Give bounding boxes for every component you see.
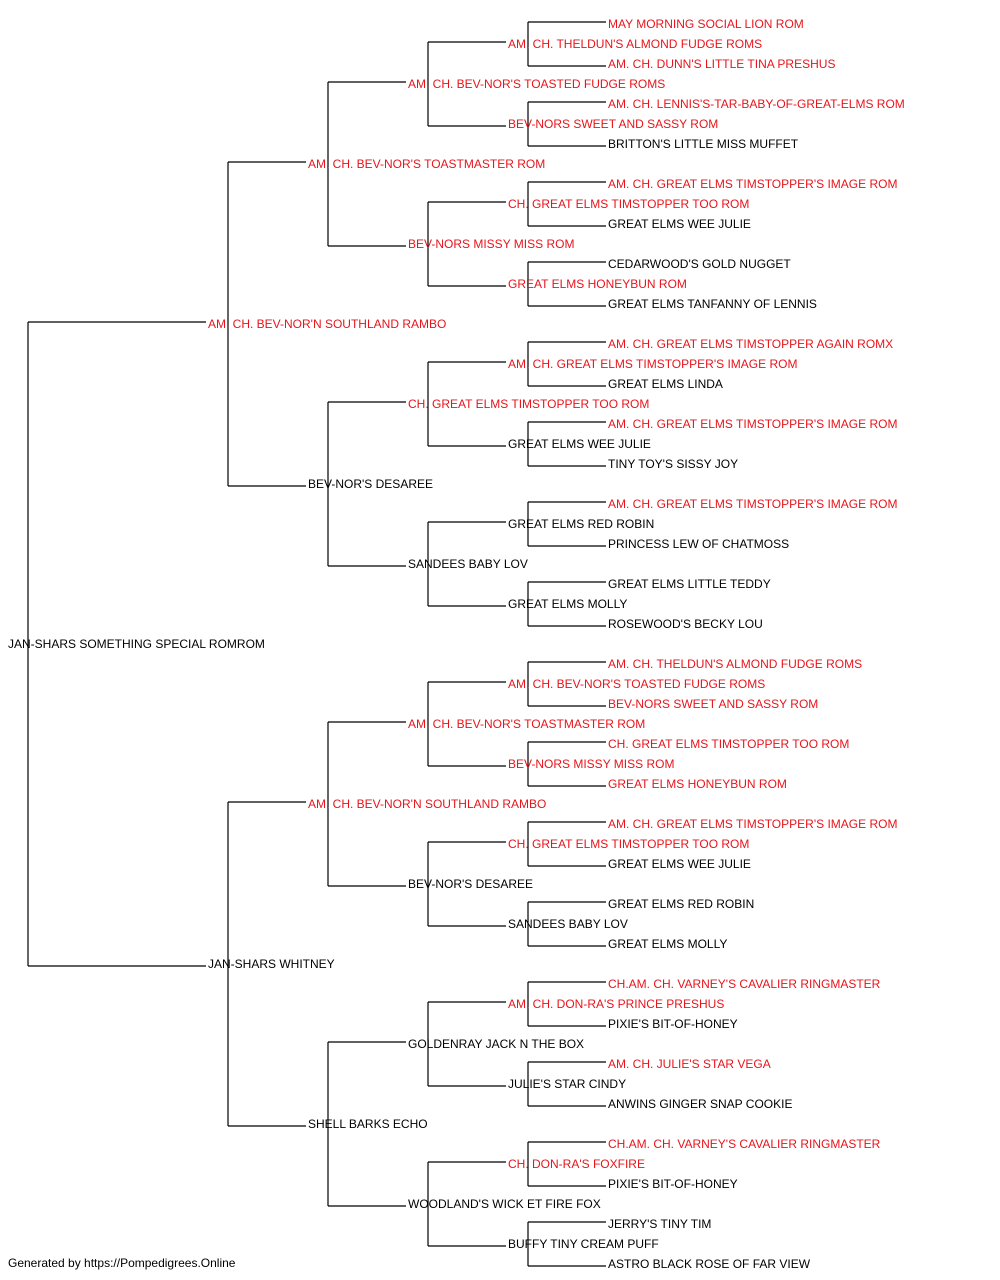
ancestor-name: PIXIE'S BIT-OF-HONEY	[608, 1017, 738, 1031]
champion-ancestor-name: AM. CH. GREAT ELMS TIMSTOPPER'S IMAGE RO…	[508, 357, 797, 371]
champion-ancestor-name: AM. CH. JULIE'S STAR VEGA	[608, 1057, 771, 1071]
ancestor-name: BRITTON'S LITTLE MISS MUFFET	[608, 137, 799, 151]
champion-ancestor-name: AM. CH. THELDUN'S ALMOND FUDGE ROMS	[608, 657, 862, 671]
ancestor-name: SANDEES BABY LOV	[408, 557, 528, 571]
champion-ancestor-name: CH. GREAT ELMS TIMSTOPPER TOO ROM	[408, 397, 649, 411]
champion-ancestor-name: BEV-NORS MISSY MISS ROM	[508, 757, 674, 771]
champion-ancestor-name: BEV-NORS MISSY MISS ROM	[408, 237, 574, 251]
champion-ancestor-name: CH.AM. CH. VARNEY'S CAVALIER RINGMASTER	[608, 977, 881, 991]
ancestor-name: GREAT ELMS MOLLY	[508, 597, 627, 611]
champion-ancestor-name: GREAT ELMS HONEYBUN ROM	[508, 277, 687, 291]
ancestor-name: GREAT ELMS RED ROBIN	[508, 517, 654, 531]
champion-ancestor-name: AM. CH. GREAT ELMS TIMSTOPPER'S IMAGE RO…	[608, 497, 897, 511]
ancestor-name: GREAT ELMS WEE JULIE	[608, 217, 751, 231]
ancestor-name: JERRY'S TINY TIM	[608, 1217, 711, 1231]
champion-ancestor-name: AM. CH. BEV-NOR'S TOASTMASTER ROM	[308, 157, 545, 171]
ancestor-name: JAN-SHARS WHITNEY	[208, 957, 335, 971]
ancestor-name: PIXIE'S BIT-OF-HONEY	[608, 1177, 738, 1191]
ancestor-name: GOLDENRAY JACK N THE BOX	[408, 1037, 584, 1051]
champion-ancestor-name: CH. GREAT ELMS TIMSTOPPER TOO ROM	[608, 737, 849, 751]
ancestor-name: TINY TOY'S SISSY JOY	[608, 457, 738, 471]
champion-ancestor-name: GREAT ELMS HONEYBUN ROM	[608, 777, 787, 791]
champion-ancestor-name: AM. CH. DUNN'S LITTLE TINA PRESHUS	[608, 57, 835, 71]
champion-ancestor-name: CH. DON-RA'S FOXFIRE	[508, 1157, 645, 1171]
champion-ancestor-name: AM. CH. DON-RA'S PRINCE PRESHUS	[508, 997, 724, 1011]
champion-ancestor-name: AM. CH. GREAT ELMS TIMSTOPPER'S IMAGE RO…	[608, 817, 897, 831]
champion-ancestor-name: CH. GREAT ELMS TIMSTOPPER TOO ROM	[508, 837, 749, 851]
champion-ancestor-name: CH.AM. CH. VARNEY'S CAVALIER RINGMASTER	[608, 1137, 881, 1151]
ancestor-name: SHELL BARKS ECHO	[308, 1117, 428, 1131]
ancestor-name: GREAT ELMS WEE JULIE	[608, 857, 751, 871]
champion-ancestor-name: AM. CH. THELDUN'S ALMOND FUDGE ROMS	[508, 37, 762, 51]
ancestor-name: GREAT ELMS RED ROBIN	[608, 897, 754, 911]
ancestor-name: BEV-NOR'S DESAREE	[308, 477, 433, 491]
ancestor-name: CEDARWOOD'S GOLD NUGGET	[608, 257, 791, 271]
champion-ancestor-name: CH. GREAT ELMS TIMSTOPPER TOO ROM	[508, 197, 749, 211]
champion-ancestor-name: BEV-NORS SWEET AND SASSY ROM	[608, 697, 818, 711]
champion-ancestor-name: AM. CH. BEV-NOR'S TOASTED FUDGE ROMS	[408, 77, 665, 91]
champion-ancestor-name: AM. CH. BEV-NOR'N SOUTHLAND RAMBO	[208, 317, 446, 331]
ancestor-name: BUFFY TINY CREAM PUFF	[508, 1237, 659, 1251]
ancestor-name: GREAT ELMS LITTLE TEDDY	[608, 577, 771, 591]
ancestor-name: JULIE'S STAR CINDY	[508, 1077, 626, 1091]
ancestor-name: ASTRO BLACK ROSE OF FAR VIEW	[608, 1257, 811, 1271]
champion-ancestor-name: BEV-NORS SWEET AND SASSY ROM	[508, 117, 718, 131]
ancestor-name: BEV-NOR'S DESAREE	[408, 877, 533, 891]
champion-ancestor-name: MAY MORNING SOCIAL LION ROM	[608, 17, 804, 31]
ancestor-name: GREAT ELMS LINDA	[608, 377, 723, 391]
ancestor-name: ROSEWOOD'S BECKY LOU	[608, 617, 763, 631]
ancestor-name: GREAT ELMS MOLLY	[608, 937, 727, 951]
ancestor-name: GREAT ELMS TANFANNY OF LENNIS	[608, 297, 817, 311]
ancestor-name: GREAT ELMS WEE JULIE	[508, 437, 651, 451]
champion-ancestor-name: AM. CH. BEV-NOR'N SOUTHLAND RAMBO	[308, 797, 546, 811]
champion-ancestor-name: AM. CH. GREAT ELMS TIMSTOPPER AGAIN ROMX	[608, 337, 893, 351]
champion-ancestor-name: AM. CH. LENNIS'S-TAR-BABY-OF-GREAT-ELMS …	[608, 97, 905, 111]
champion-ancestor-name: AM. CH. GREAT ELMS TIMSTOPPER'S IMAGE RO…	[608, 177, 897, 191]
footer-credit: Generated by https://Pompedigrees.Online	[8, 1256, 236, 1270]
ancestor-name: SANDEES BABY LOV	[508, 917, 628, 931]
ancestor-name: ANWINS GINGER SNAP COOKIE	[608, 1097, 792, 1111]
champion-ancestor-name: AM. CH. GREAT ELMS TIMSTOPPER'S IMAGE RO…	[608, 417, 897, 431]
ancestor-name: WOODLAND'S WICK ET FIRE FOX	[408, 1197, 601, 1211]
ancestor-name: PRINCESS LEW OF CHATMOSS	[608, 537, 789, 551]
ancestor-name: JAN-SHARS SOMETHING SPECIAL ROMROM	[8, 637, 265, 651]
champion-ancestor-name: AM. CH. BEV-NOR'S TOASTMASTER ROM	[408, 717, 645, 731]
champion-ancestor-name: AM. CH. BEV-NOR'S TOASTED FUDGE ROMS	[508, 677, 765, 691]
